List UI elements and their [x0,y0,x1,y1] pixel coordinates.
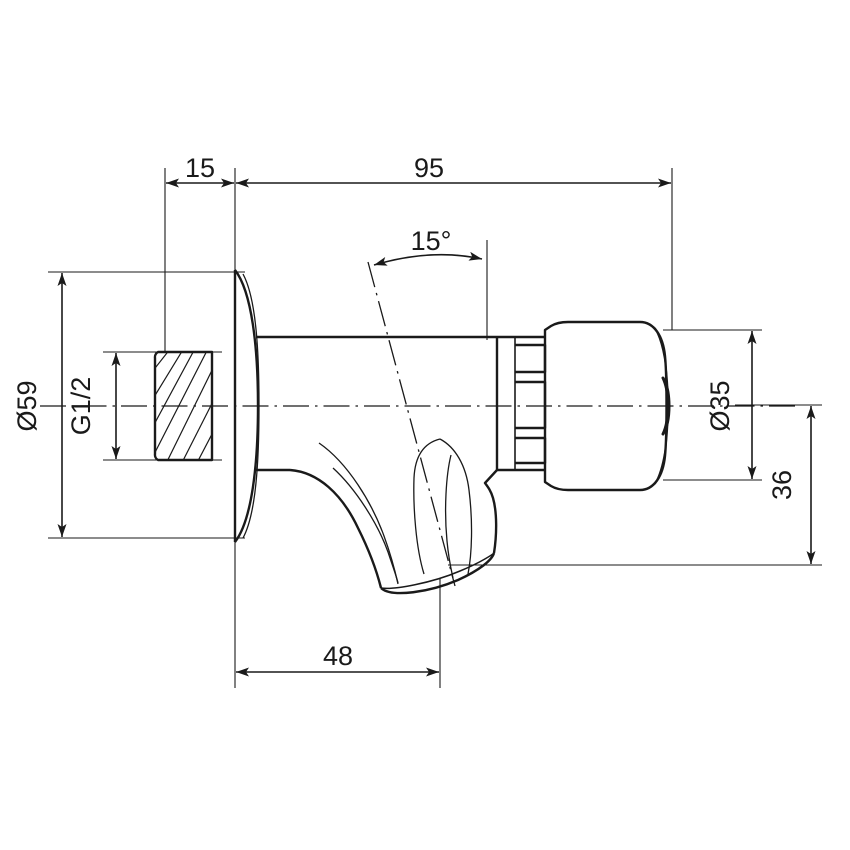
dim-label-48: 48 [323,641,353,671]
bonnet [495,335,547,472]
dim-label-d35: Ø35 [705,380,735,431]
threaded-nipple [153,350,214,462]
center-lines [40,261,800,587]
dim-label-95: 95 [414,153,444,183]
dimension-lines [57,178,816,677]
dim-label-angle: 15° [411,226,452,256]
escutcheon-dome-edge [234,269,260,543]
spout-right-contour [483,469,498,554]
tap-outline [153,269,671,595]
dim-label-g12: G1/2 [66,377,96,436]
section-hatching [155,352,212,460]
spout-outlet-back [380,552,495,590]
spout-left-contour [289,468,383,589]
dim-label-d59: Ø59 [12,380,42,431]
extension-lines [48,168,822,688]
dim-label-15: 15 [185,153,215,183]
spout-outlet-front [380,552,496,595]
spout-blend-lines [318,438,473,585]
dim-label-36: 36 [767,470,797,500]
